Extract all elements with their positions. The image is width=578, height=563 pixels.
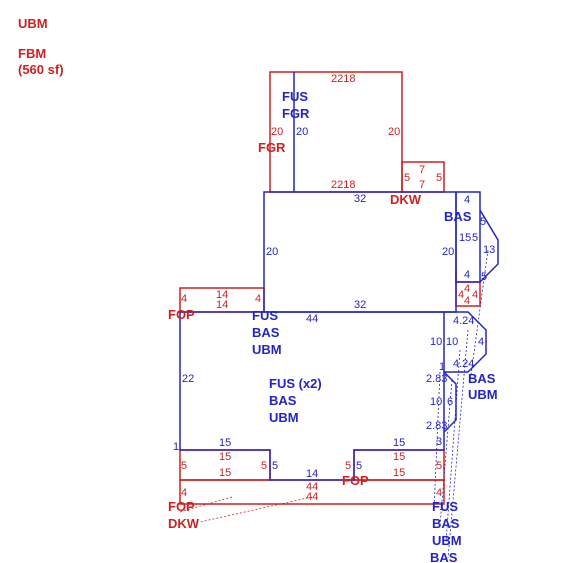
- leader-lines-red: [179, 496, 313, 523]
- dim-label: 2218: [331, 179, 355, 191]
- legend-ubm: UBM: [18, 16, 48, 31]
- legend-fbm: FBM: [18, 46, 47, 61]
- dim-label: 20: [271, 126, 283, 138]
- dim-label: 5: [181, 460, 187, 472]
- dim-label: 13: [483, 244, 495, 256]
- label-ubm-mid: UBM: [252, 342, 282, 357]
- label-fop-low: FOP: [168, 499, 195, 514]
- label-dkw-low: DKW: [168, 516, 200, 531]
- dim-label: 10: [430, 336, 442, 348]
- dim-label: 20: [296, 126, 308, 138]
- dim-label: 20: [388, 126, 400, 138]
- dim-label: 20: [266, 246, 278, 258]
- dim-label: 15: [393, 451, 405, 463]
- dim-label: 4: [478, 336, 484, 348]
- label-fop-left: FOP: [168, 307, 195, 322]
- label-fus: FUS: [282, 89, 308, 104]
- leader-lines-blue: [433, 249, 489, 559]
- dim-label: 15: [459, 232, 471, 244]
- dim-label: 4.24: [453, 358, 474, 370]
- label-bas-right: BAS: [444, 209, 472, 224]
- label-fus-bottom: FUS: [432, 499, 458, 514]
- label-bas-bottom-2: BAS: [430, 550, 458, 563]
- label-fop-bottom: FOP: [342, 473, 369, 488]
- dim-label: 4: [181, 293, 187, 305]
- label-ubm-side: UBM: [468, 387, 498, 402]
- dim-label: 5: [480, 216, 486, 228]
- dim-label: 22: [182, 373, 194, 385]
- dim-label: 5: [404, 172, 410, 184]
- dim-label: 1: [439, 361, 445, 373]
- dim-label: 15: [219, 451, 231, 463]
- dim-label: 6: [447, 396, 453, 408]
- dim-label: 14: [216, 289, 228, 301]
- bay-upper-outline: [455, 191, 481, 283]
- dim-label: 4: [464, 295, 470, 307]
- dim-label: 7: [419, 164, 425, 176]
- label-bas-mid: BAS: [252, 325, 280, 340]
- dim-label: 1: [173, 441, 179, 453]
- dim-label: 5: [481, 271, 487, 283]
- label-fgr-blue: FGR: [282, 106, 310, 121]
- dim-label: 4: [436, 487, 442, 499]
- dim-label: 4: [255, 293, 261, 305]
- dim-label: 15: [393, 467, 405, 479]
- dim-label: 5: [272, 460, 278, 472]
- dim-label: 5: [436, 460, 442, 472]
- dim-label: 5: [356, 460, 362, 472]
- dim-label: 4: [181, 487, 187, 499]
- dim-label: 32: [354, 193, 366, 205]
- dim-label: 4: [464, 269, 470, 281]
- label-fus-x2: FUS (x2): [269, 376, 322, 391]
- label-bas-center: BAS: [269, 393, 297, 408]
- dim-label: 2.83: [426, 420, 447, 432]
- dim-label: 5: [261, 460, 267, 472]
- label-dkw-top: DKW: [390, 192, 422, 207]
- dim-label: 4: [464, 283, 470, 295]
- dim-label: 44: [306, 491, 318, 503]
- upper-block-outline: [263, 191, 457, 313]
- dim-label: 10: [446, 336, 458, 348]
- dim-label: 14: [216, 299, 228, 311]
- label-bas-bottom: BAS: [432, 516, 460, 531]
- legend: UBM FBM (560 sf): [18, 16, 64, 78]
- legend-area: (560 sf): [18, 62, 64, 77]
- label-ubm-bottom: UBM: [432, 533, 462, 548]
- dim-label: 10: [430, 396, 442, 408]
- dim-label: 5: [436, 172, 442, 184]
- label-fus-mid: FUS: [252, 308, 278, 323]
- label-ubm-center: UBM: [269, 410, 299, 425]
- bay-lower-bump: [444, 311, 487, 373]
- dim-label: 1: [439, 501, 445, 513]
- dim-label: 14: [306, 468, 318, 480]
- dim-label: 2.83: [426, 373, 447, 385]
- dim-label: 7: [419, 179, 425, 191]
- dim-label: 15: [219, 467, 231, 479]
- dim-label: 44: [306, 481, 318, 493]
- dim-label: 4: [472, 289, 478, 301]
- dim-label: 5: [472, 232, 478, 244]
- label-fgr: FGR: [258, 140, 286, 155]
- dim-label: 4: [464, 194, 470, 206]
- bay-upper-bump: [479, 209, 499, 283]
- main-block-outline: [179, 311, 445, 481]
- dim-label: 3: [436, 436, 442, 448]
- dim-label: 4: [458, 289, 464, 301]
- label-bas-side: BAS: [468, 371, 496, 386]
- dim-label: 20: [442, 246, 454, 258]
- dim-label: 2218: [331, 73, 355, 85]
- dim-label: 4.24: [453, 315, 474, 327]
- dim-label: 5: [345, 460, 351, 472]
- dim-label: 15: [219, 437, 231, 449]
- dim-label: 44: [306, 313, 318, 325]
- dim-label: 32: [354, 299, 366, 311]
- dim-label: 15: [393, 437, 405, 449]
